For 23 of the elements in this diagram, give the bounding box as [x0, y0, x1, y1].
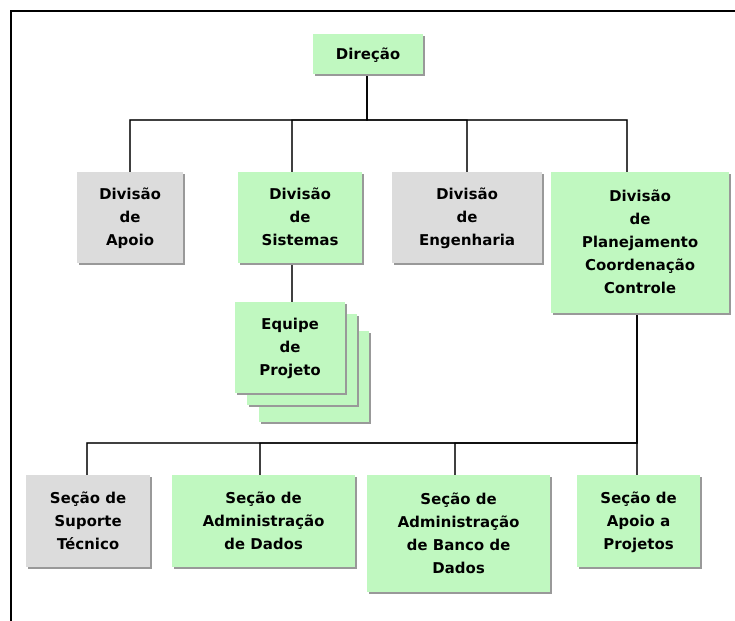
unit-name: Divisão de Engenharia [418, 184, 516, 251]
unit-name: Direção [334, 44, 402, 64]
org-unit-box [367, 475, 550, 592]
unit-name: Equipe de Projeto [258, 314, 322, 381]
org-unit-box [235, 302, 345, 393]
org-unit-box [26, 475, 150, 567]
org-unit-box [551, 172, 729, 313]
unit-name: Seção de Administração de Dados [202, 488, 326, 554]
unit-name: Divisão de Sistemas [260, 184, 340, 251]
org-unit-box [77, 172, 183, 263]
org-unit-box [577, 475, 700, 567]
unit-name: Seção de Suporte Técnico [48, 488, 128, 554]
connector-line [366, 74, 628, 172]
org-unit-box [172, 475, 355, 567]
org-unit-box [392, 172, 542, 263]
connector-line [291, 263, 293, 302]
connector-line [636, 313, 638, 475]
unit-name: Seção de Apoio a Projetos [599, 488, 678, 554]
unit-name: Divisão de Apoio [98, 184, 162, 251]
org-unit-box [313, 34, 423, 74]
unit-name: Divisão de Planejamento Coordenação Controle [580, 186, 700, 299]
org-unit-box [238, 172, 362, 263]
unit-name: Seção de Administração de Banco de Dados [396, 488, 520, 578]
